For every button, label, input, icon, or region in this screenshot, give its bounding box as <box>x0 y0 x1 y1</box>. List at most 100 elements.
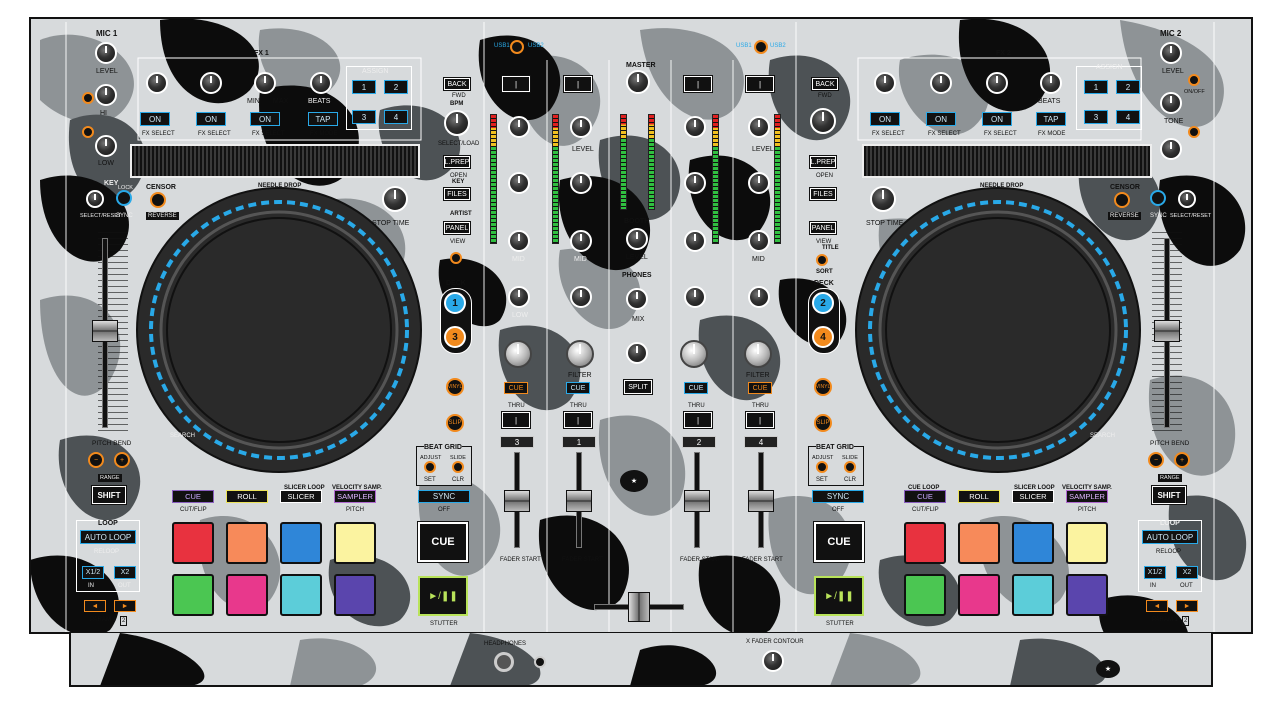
left-param-prev[interactable]: ◄ <box>84 600 106 612</box>
left-vinyl-button[interactable]: VINYL <box>446 378 464 396</box>
mixer-ch3-xfader-assign[interactable]: | <box>501 411 531 429</box>
mixer-ch2-hi[interactable] <box>684 172 706 194</box>
left-beat-grid-clr[interactable] <box>452 461 464 473</box>
right-back-button[interactable]: BACK <box>811 77 839 91</box>
mixer-ch2-fader[interactable] <box>684 490 710 512</box>
left-tap-button[interactable]: TAP <box>308 112 338 126</box>
left-mic-talkover-button[interactable] <box>82 126 94 138</box>
right-stop-time-knob[interactable] <box>870 186 896 212</box>
left-pad-4[interactable] <box>334 522 376 564</box>
mixer-split-button[interactable]: SPLIT <box>623 379 653 395</box>
mixer-ch1-level[interactable] <box>570 116 592 138</box>
left-beats-knob[interactable] <box>310 72 332 94</box>
left-censor-button[interactable] <box>150 192 166 208</box>
mixer-ch2-filter[interactable] <box>680 340 708 368</box>
right-param-prev[interactable]: ◄ <box>1146 600 1168 612</box>
left-mic-low-knob[interactable] <box>95 135 117 157</box>
right-beats-knob[interactable] <box>1040 72 1062 94</box>
right-lprep-button[interactable]: L.PREP <box>809 155 837 169</box>
left-key-sync-button[interactable] <box>116 190 132 206</box>
mixer-ch3-hi[interactable] <box>508 172 530 194</box>
left-mode-roll[interactable]: ROLL <box>226 490 268 503</box>
right-pad-7[interactable] <box>1012 574 1054 616</box>
right-deck-4-button[interactable]: 4 <box>812 326 834 348</box>
left-assign-2[interactable]: 2 <box>384 80 408 94</box>
right-shift-button[interactable]: SHIFT <box>1151 485 1187 505</box>
left-pad-7[interactable] <box>280 574 322 616</box>
left-loop-half-button[interactable]: X1/2 <box>82 566 104 579</box>
left-fx3-knob[interactable] <box>254 72 276 94</box>
right-loop-half-button[interactable]: X1/2 <box>1144 566 1166 579</box>
left-lprep-button[interactable]: L.PREP <box>443 155 471 169</box>
right-pad-3[interactable] <box>1012 522 1054 564</box>
mixer-booth-knob[interactable] <box>626 228 648 250</box>
right-pad-2[interactable] <box>958 522 1000 564</box>
left-deck-1-button[interactable]: 1 <box>444 292 466 314</box>
right-key-knob[interactable] <box>1178 190 1196 208</box>
mixer-ch4-input[interactable]: | <box>745 75 775 93</box>
left-needle-drop-strip[interactable] <box>130 144 420 178</box>
xfader-contour-knob[interactable] <box>762 650 784 672</box>
mixer-ch3-level[interactable] <box>508 116 530 138</box>
right-mode-cue[interactable]: CUE <box>904 490 946 503</box>
mixer-ch1-fader[interactable] <box>566 490 592 512</box>
mixer-ch4-cue[interactable]: CUE <box>748 382 772 394</box>
right-sync-button[interactable]: SYNC <box>812 490 864 503</box>
left-pitch-fader[interactable] <box>92 320 118 342</box>
mixer-usb-left-selector[interactable] <box>510 40 524 54</box>
mixer-ch3-fader[interactable] <box>504 490 530 512</box>
mixer-ch4-hi[interactable] <box>748 172 770 194</box>
left-slip-button[interactable]: SLIP <box>446 414 464 432</box>
right-censor-button[interactable] <box>1114 192 1130 208</box>
right-loop-double-button[interactable]: X2 <box>1176 566 1198 579</box>
mixer-ch1-mid[interactable] <box>570 230 592 252</box>
left-mic-onoff-button[interactable] <box>82 92 94 104</box>
left-assign-3[interactable]: 3 <box>352 110 376 124</box>
left-mic-hi-knob[interactable] <box>95 84 117 106</box>
right-mode-roll[interactable]: ROLL <box>958 490 1000 503</box>
right-mode-sampler[interactable]: SAMPLER <box>1066 490 1108 503</box>
left-fx1-knob[interactable] <box>146 72 168 94</box>
right-beat-grid-set[interactable] <box>816 461 828 473</box>
right-mode-slicer[interactable]: SLICER <box>1012 490 1054 503</box>
left-fx2-knob[interactable] <box>200 72 222 94</box>
mixer-ch4-level[interactable] <box>748 116 770 138</box>
mixer-ch4-low[interactable] <box>748 286 770 308</box>
mixer-ch3-mid[interactable] <box>508 230 530 252</box>
left-mic-level-knob[interactable] <box>95 42 117 64</box>
left-sync-button[interactable]: SYNC <box>418 490 470 503</box>
left-param-next[interactable]: ► <box>114 600 136 612</box>
right-assign-2[interactable]: 2 <box>1116 80 1140 94</box>
left-beat-grid-set[interactable] <box>424 461 436 473</box>
right-beat-grid-clr[interactable] <box>844 461 856 473</box>
mixer-master-knob[interactable] <box>626 70 650 94</box>
mixer-ch2-mid[interactable] <box>684 230 706 252</box>
left-pad-5[interactable] <box>172 574 214 616</box>
right-key-sync-button[interactable] <box>1150 190 1166 206</box>
right-cue-button[interactable]: CUE <box>813 521 865 563</box>
left-mode-cue[interactable]: CUE <box>172 490 214 503</box>
left-key-knob[interactable] <box>86 190 104 208</box>
mixer-ch2-xfader-assign[interactable]: | <box>683 411 713 429</box>
right-panel-button[interactable]: PANEL <box>809 221 837 235</box>
left-auto-loop-button[interactable]: AUTO LOOP <box>80 530 136 544</box>
left-play-button[interactable]: ►/❚❚ <box>418 576 468 616</box>
mixer-crossfader[interactable] <box>628 592 650 622</box>
mixer-ch2-level[interactable] <box>684 116 706 138</box>
left-deck-3-button[interactable]: 3 <box>444 326 466 348</box>
left-fx1-on-button[interactable]: ON <box>140 112 170 126</box>
left-mode-slicer[interactable]: SLICER <box>280 490 322 503</box>
mixer-ch1-filter[interactable] <box>566 340 594 368</box>
right-pad-8[interactable] <box>1066 574 1108 616</box>
mixer-ch1-hi[interactable] <box>570 172 592 194</box>
left-pad-8[interactable] <box>334 574 376 616</box>
mixer-ch4-fader[interactable] <box>748 490 774 512</box>
mixer-phones-mix[interactable] <box>626 342 648 364</box>
mixer-ch1-cue[interactable]: CUE <box>566 382 590 394</box>
left-assign-1[interactable]: 1 <box>352 80 376 94</box>
left-shift-button[interactable]: SHIFT <box>91 485 127 505</box>
mixer-ch3-cue[interactable]: CUE <box>504 382 528 394</box>
left-fx3-on-button[interactable]: ON <box>250 112 280 126</box>
mixer-ch1-low[interactable] <box>570 286 592 308</box>
right-mic-onoff-button[interactable] <box>1188 74 1200 86</box>
